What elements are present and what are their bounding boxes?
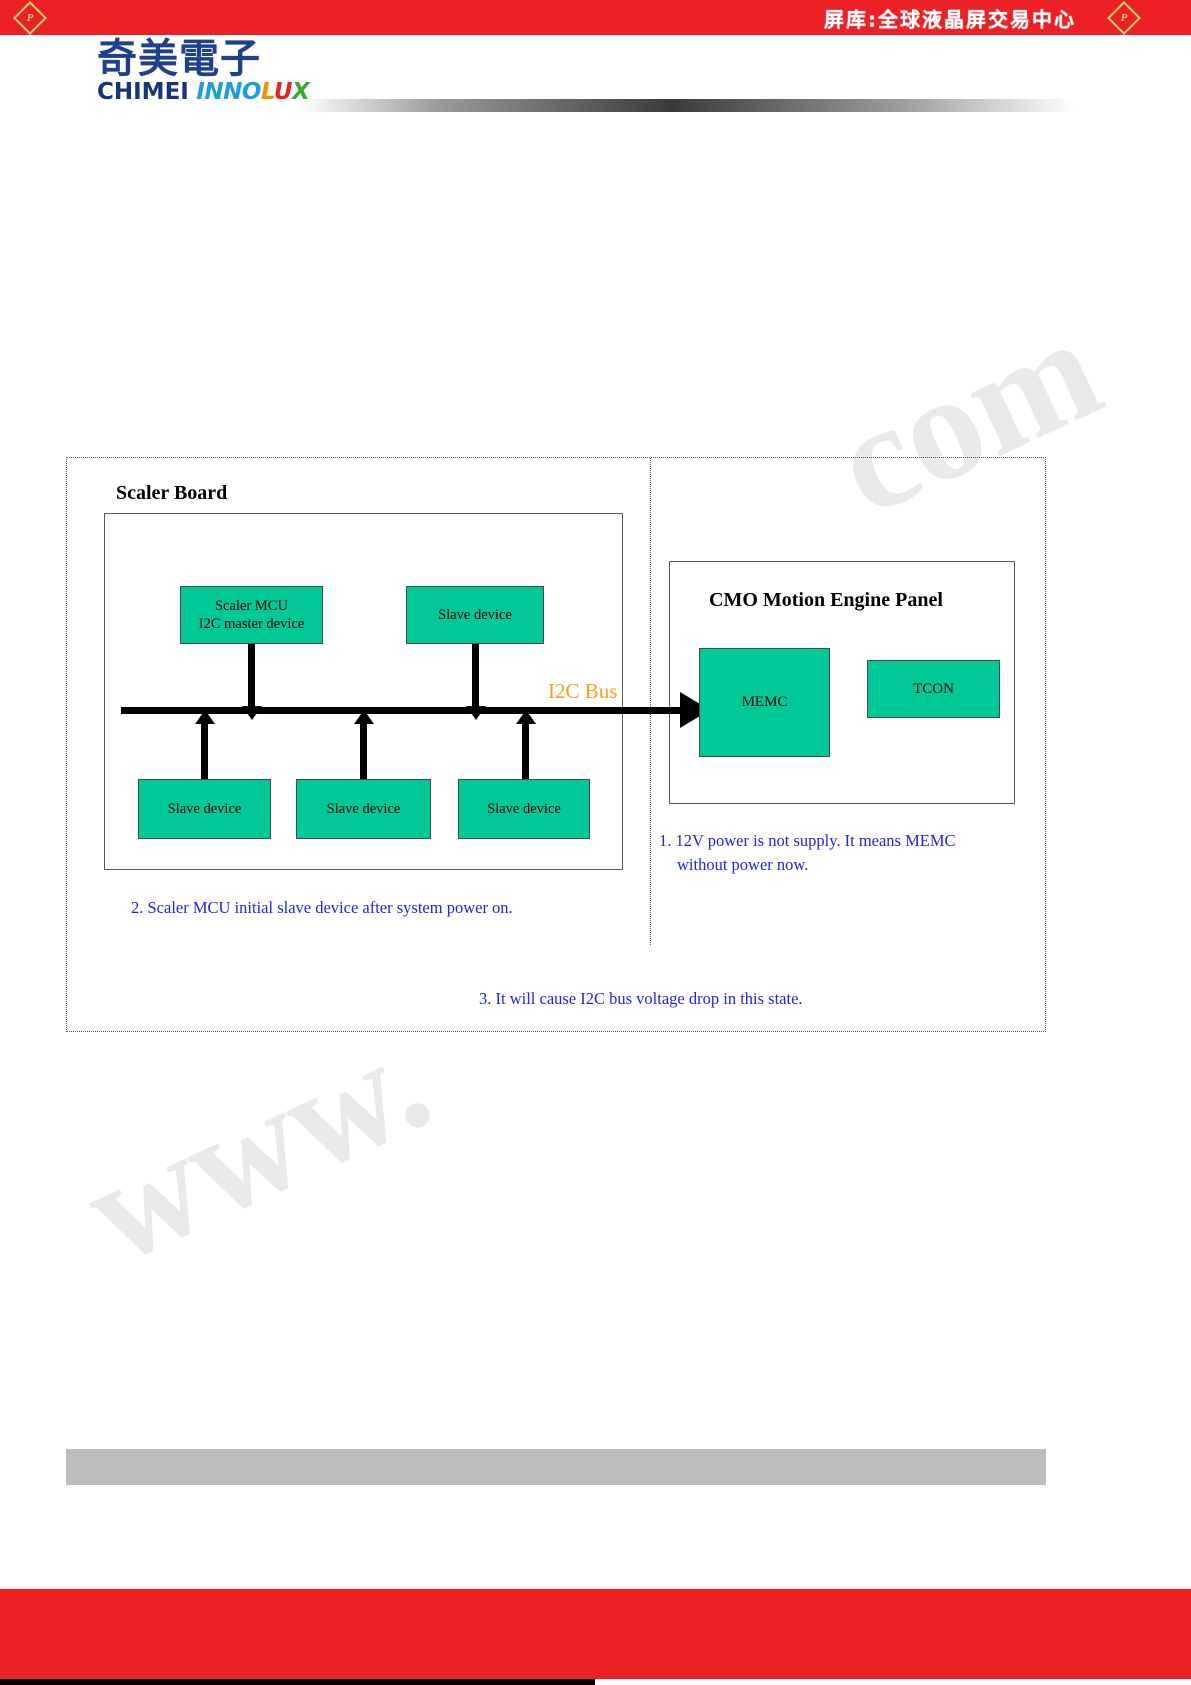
company-logo-chinese: 奇美電子 [97, 36, 261, 82]
company-logo-english: CHIMEI INNOLUX [97, 79, 310, 105]
annotation-note-3: 3. It will cause I2C bus voltage drop in… [479, 989, 803, 1008]
device-box-slave-top: Slave device [406, 586, 544, 644]
diagram-vertical-divider [650, 458, 651, 945]
header-divider [300, 99, 1075, 112]
cmo-panel-title: CMO Motion Engine Panel [709, 589, 943, 611]
company-logo: 奇美電子 CHIMEI INNOLUX [97, 36, 310, 105]
logo-text-u: U [273, 79, 293, 105]
arrow-slave3-to-bus [515, 710, 536, 779]
annotation-note-1-line1: 1. 12V power is not supply. It means MEM… [659, 831, 956, 850]
i2c-bus-diagram: Scaler Board CMO Motion Engine Panel Sca… [66, 457, 1046, 1032]
arrow-slave2-to-bus [353, 710, 374, 779]
i2c-bus-label: I2C Bus [548, 679, 618, 703]
site-logo-right-icon [1107, 0, 1141, 35]
scaler-mcu-line1: Scaler MCU [215, 597, 288, 614]
footer-black-rule [0, 1679, 595, 1685]
device-box-scaler-mcu: Scaler MCU I2C master device [180, 586, 323, 644]
watermark-bottom: www. [61, 995, 453, 1297]
annotation-note-2: 2. Scaler MCU initial slave device after… [131, 898, 513, 917]
annotation-note-1-line2: without power now. [677, 854, 809, 874]
annotation-note-1: 1. 12V power is not supply. It means MEM… [659, 829, 1029, 877]
device-box-tcon: TCON [867, 660, 1000, 718]
footer-gray-bar [66, 1449, 1046, 1485]
footer-banner [0, 1589, 1191, 1679]
logo-text-chimei: CHIMEI [97, 79, 189, 105]
device-box-memc: MEMC [699, 648, 830, 757]
scaler-mcu-line2: I2C master device [198, 616, 305, 632]
scaler-board-title: Scaler Board [116, 482, 228, 504]
device-box-slave-1: Slave device [138, 779, 271, 839]
device-box-slave-3: Slave device [458, 779, 590, 839]
logo-text-x: X [292, 79, 310, 105]
banner-title: 屏库:全球液晶屏交易中心 [824, 7, 1076, 31]
device-box-slave-2: Slave device [296, 779, 431, 839]
logo-text-inno: INNO [196, 79, 261, 105]
arrow-slave1-to-bus [194, 710, 215, 779]
top-banner: 屏库:全球液晶屏交易中心 [0, 0, 1191, 35]
site-logo-left-icon [13, 0, 47, 35]
logo-text-l: L [260, 79, 274, 105]
i2c-bus-line [121, 707, 688, 714]
